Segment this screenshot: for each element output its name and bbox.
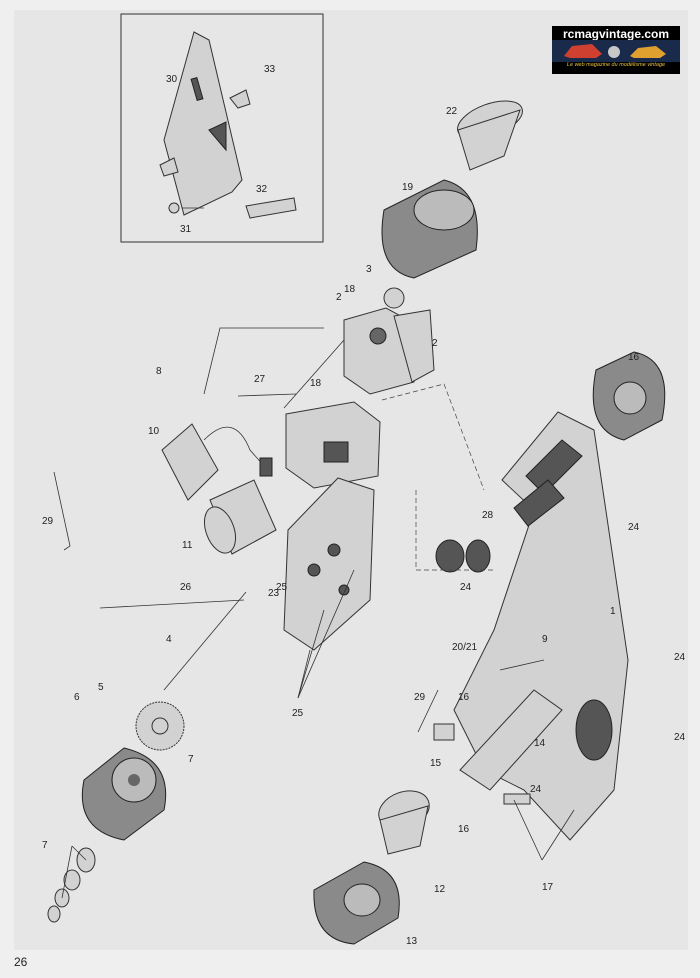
callout-7b: 7 xyxy=(42,840,48,851)
callout-16a: 16 xyxy=(628,352,640,363)
wheel-6 xyxy=(81,747,167,841)
inset-slot xyxy=(190,76,204,102)
inset-mount-32 xyxy=(245,197,297,219)
callout-25a: 25 xyxy=(276,582,288,593)
rear-tyre-right xyxy=(592,351,666,441)
callout-16b: 16 xyxy=(458,692,470,703)
tyre-19 xyxy=(381,179,478,279)
rim-22 xyxy=(457,100,523,171)
callout-1: 1 xyxy=(610,606,616,617)
callout-2b: 2 xyxy=(432,338,438,349)
race-car-icon xyxy=(552,40,680,62)
brand-tagline: Le web magazine du modélisme vintage xyxy=(566,62,666,68)
axle-block-2 xyxy=(343,307,435,395)
mount-cavity xyxy=(323,441,349,463)
callout-11: 11 xyxy=(182,540,193,551)
bearing-3 xyxy=(383,287,405,309)
leader-lines xyxy=(61,569,575,899)
callout-24d: 24 xyxy=(674,732,686,743)
pivot-17 xyxy=(503,793,531,805)
servo-plug xyxy=(259,457,273,477)
callout-2a: 2 xyxy=(336,292,342,303)
steering-link-9 xyxy=(499,659,545,671)
disc-28a xyxy=(435,539,465,573)
axle-4 xyxy=(163,591,247,691)
front-arm-14 xyxy=(459,689,563,791)
callout-27: 27 xyxy=(254,374,266,385)
wire-29-left xyxy=(53,471,71,551)
callout-8: 8 xyxy=(156,366,162,377)
callout-24b: 24 xyxy=(460,582,472,593)
inset-clip-left xyxy=(159,157,179,177)
inset-bracket-plate xyxy=(163,31,243,216)
block-15 xyxy=(433,723,455,741)
page-number: 26 xyxy=(14,955,28,969)
axle-4-upper xyxy=(99,599,245,609)
callout-9: 9 xyxy=(542,634,548,645)
callout-24a: 24 xyxy=(628,522,640,533)
exploded-view-diagram: 1 2 2 3 4 5 6 7 7 8 9 10 11 12 13 14 15 … xyxy=(42,13,686,947)
inset-triangle-cutout xyxy=(208,121,227,152)
callout-26: 26 xyxy=(180,582,192,593)
callout-24e: 24 xyxy=(530,784,542,795)
motor-11 xyxy=(203,479,277,555)
brand-title: rcmagvintage.com xyxy=(562,27,670,41)
callout-18b: 18 xyxy=(310,378,322,389)
callout-4: 4 xyxy=(166,634,172,645)
rim-12 xyxy=(378,790,430,855)
inset-detail xyxy=(120,13,324,243)
washers-7 xyxy=(47,847,96,923)
callout-31: 31 xyxy=(180,224,192,235)
callout-23: 23 xyxy=(268,588,280,599)
callout-32: 32 xyxy=(256,184,268,195)
callout-17: 17 xyxy=(542,882,554,893)
disc-28b xyxy=(465,539,491,573)
callout-33: 33 xyxy=(264,64,276,75)
callout-16c: 16 xyxy=(458,824,470,835)
inset-clip-33 xyxy=(229,89,251,109)
callout-29b: 29 xyxy=(414,692,426,703)
callout-22: 22 xyxy=(446,106,458,117)
callout-15: 15 xyxy=(430,758,442,769)
chassis-cutout xyxy=(575,699,613,761)
callout-18a: 18 xyxy=(344,284,356,295)
pin-27 xyxy=(237,393,297,397)
side-plate-25 xyxy=(283,477,375,651)
assembly-guide-a xyxy=(381,383,485,491)
callout-14: 14 xyxy=(534,738,546,749)
servo-10 xyxy=(161,423,273,501)
callout-29a: 29 xyxy=(42,516,54,527)
callout-24c: 24 xyxy=(674,652,686,663)
rod-18 xyxy=(283,339,345,409)
brand-logo[interactable]: rcmagvintage.com Le web magazine du modé… xyxy=(552,26,680,74)
callout-19: 19 xyxy=(402,182,414,193)
callout-10: 10 xyxy=(148,426,160,437)
callout-25b: 25 xyxy=(292,708,304,719)
assembly-guide-b xyxy=(415,490,494,571)
callout-5: 5 xyxy=(98,682,104,693)
callout-13: 13 xyxy=(406,936,418,947)
callout-12: 12 xyxy=(434,884,446,895)
callout-20-21: 20/21 xyxy=(452,642,477,653)
tyre-13 xyxy=(313,861,400,945)
callout-30: 30 xyxy=(166,74,178,85)
diagram-sheet: 1 2 2 3 4 5 6 7 7 8 9 10 11 12 13 14 15 … xyxy=(14,10,688,950)
chassis-slot-b xyxy=(513,479,565,527)
inset-thumbscrew xyxy=(168,202,180,214)
callout-7a: 7 xyxy=(188,754,194,765)
wire-29-center xyxy=(417,689,439,733)
callout-3: 3 xyxy=(366,264,372,275)
wire-8 xyxy=(203,327,324,395)
callout-6: 6 xyxy=(74,692,80,703)
inset-frame xyxy=(120,13,324,243)
callout-28: 28 xyxy=(482,510,494,521)
